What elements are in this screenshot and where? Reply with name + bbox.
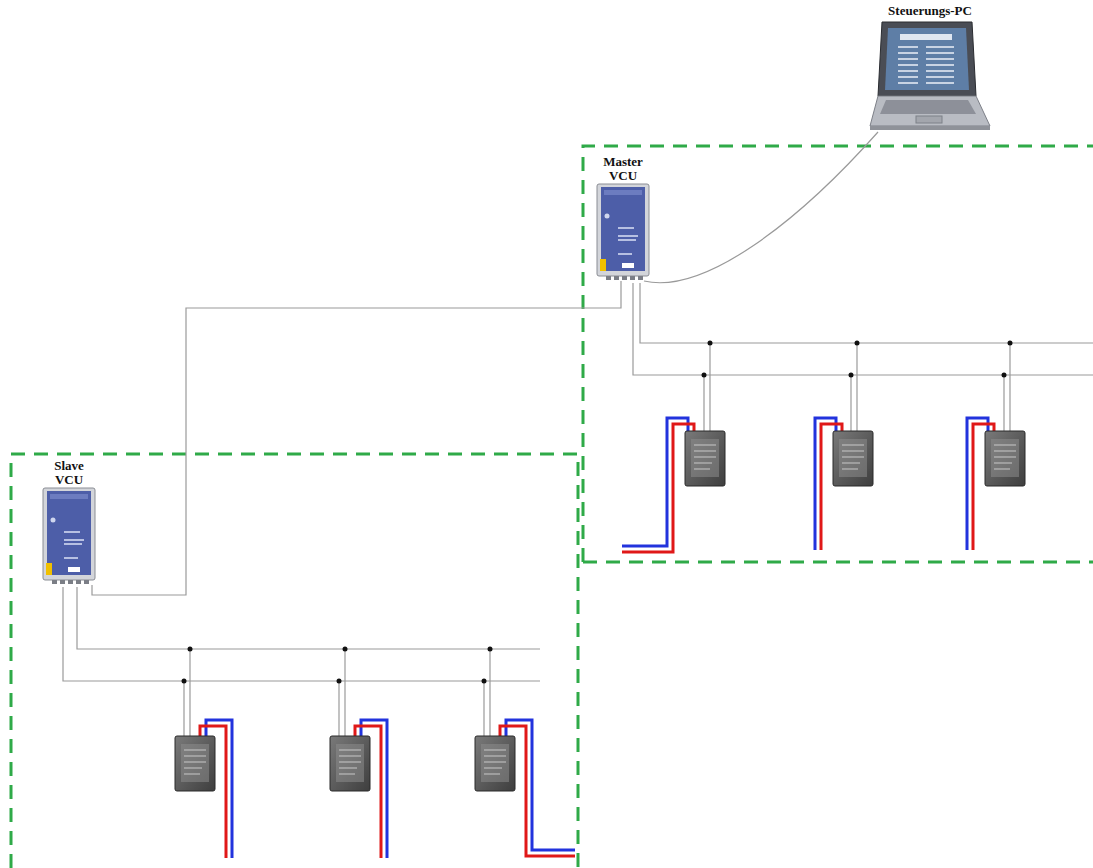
link-cable (644, 132, 878, 283)
node-heading: Master VCU (594, 155, 652, 183)
control-pc: Steuerungs-PC (862, 4, 998, 132)
vcu-box: Slave VCU (40, 459, 98, 585)
node-heading: Steuerungs-PC (887, 4, 973, 18)
junction-dot (182, 341, 1013, 684)
bus-wire (63, 283, 1093, 737)
vcu-box: Master VCU (594, 155, 652, 281)
vcu-unit (596, 183, 650, 281)
region-outline (11, 146, 1093, 868)
power-module (175, 431, 1025, 791)
node-heading: Slave VCU (40, 459, 98, 487)
vcu-unit (42, 487, 96, 585)
laptop-icon (868, 18, 992, 132)
link-cable (92, 281, 621, 595)
lamp-cable (200, 418, 994, 858)
